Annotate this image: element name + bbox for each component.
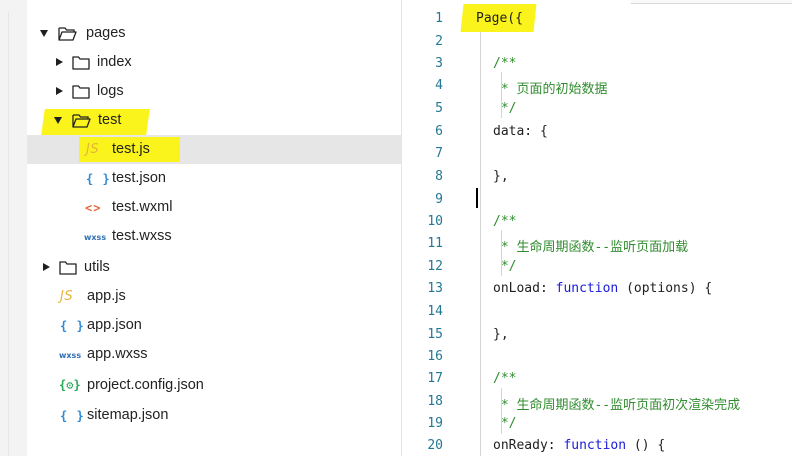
indent-guide	[501, 72, 502, 118]
code-token: () {	[626, 438, 666, 453]
code-token: onReady:	[493, 438, 564, 453]
line-number: 10	[427, 214, 443, 229]
tree-label-index: index	[97, 54, 132, 70]
line-number: 12	[427, 259, 443, 274]
code-line-6: data: {	[493, 124, 548, 139]
line-number: 6	[435, 124, 443, 139]
chevron-down-icon[interactable]	[54, 117, 62, 124]
indent-guide	[480, 32, 481, 456]
js-file-icon: JS	[86, 142, 100, 157]
keyword-token: function	[555, 281, 619, 296]
tree-file-project-config[interactable]: {⚙} project.config.json	[27, 371, 402, 400]
code-line-5: */	[493, 101, 517, 116]
tree-label-utils: utils	[84, 259, 110, 275]
chevron-right-icon[interactable]	[43, 263, 50, 271]
chevron-down-icon[interactable]	[40, 30, 48, 37]
chevron-right-icon[interactable]	[56, 58, 63, 66]
code-line-10: /**	[493, 214, 517, 229]
wxml-file-icon: <>	[85, 201, 102, 215]
tree-label-logs: logs	[97, 83, 124, 99]
line-number: 17	[427, 371, 443, 386]
tree-label-app-js: app.js	[87, 288, 126, 304]
line-number: 9	[435, 192, 443, 207]
json-file-icon: { }	[86, 172, 111, 186]
tree-label-test: test	[98, 112, 122, 128]
code-line-17: /**	[493, 371, 517, 386]
code-token: onLoad:	[493, 281, 556, 296]
code-editor[interactable]: 1 2 3 4 5 6 7 8 9 10 11 12 13 14 15 16 1…	[403, 0, 792, 456]
code-line-19: */	[493, 416, 517, 431]
tree-label-test-js: test.js	[112, 141, 150, 157]
line-number: 14	[427, 304, 443, 319]
tree-file-app-wxss[interactable]: wxss app.wxss	[27, 340, 402, 369]
tree-folder-test[interactable]: test	[27, 106, 402, 135]
tree-label-pages: pages	[86, 25, 126, 41]
line-number: 13	[427, 281, 443, 296]
wxss-file-icon: wxss	[84, 233, 107, 242]
tree-file-test-json[interactable]: { } test.json	[27, 164, 402, 193]
tree-label-app-json: app.json	[87, 317, 142, 333]
folder-icon	[59, 261, 77, 275]
js-file-icon: JS	[60, 289, 74, 304]
code-line-8: },	[493, 169, 509, 184]
line-number: 3	[435, 56, 443, 71]
code-line-15: },	[493, 327, 509, 342]
tree-file-test-js[interactable]: JS test.js	[27, 135, 402, 164]
line-number: 18	[427, 394, 443, 409]
code-line-11: * 生命周期函数--监听页面加载	[493, 240, 689, 255]
tree-label-project-config: project.config.json	[87, 377, 204, 393]
line-number: 5	[435, 101, 443, 116]
line-number: 8	[435, 169, 443, 184]
tree-file-test-wxss[interactable]: wxss test.wxss	[27, 222, 402, 251]
tree-folder-pages[interactable]: pages	[27, 19, 402, 48]
wxss-file-icon: wxss	[59, 351, 82, 360]
chevron-right-icon[interactable]	[56, 87, 63, 95]
code-line-13: onLoad: function (options) {	[493, 281, 712, 296]
highlight-mark	[79, 137, 180, 162]
line-number: 7	[435, 146, 443, 161]
file-explorer: pages index logs test JS test.js { } tes…	[27, 0, 402, 456]
line-number: 4	[435, 78, 443, 93]
code-line-20: onReady: function () {	[493, 438, 665, 453]
line-number: 11	[427, 236, 443, 251]
editor-tab-strip	[631, 0, 792, 4]
folder-open-icon	[58, 27, 77, 41]
json-file-icon: { }	[60, 409, 85, 423]
indent-guide	[501, 388, 502, 434]
code-line-1: Page({	[476, 11, 523, 26]
tree-file-sitemap[interactable]: { } sitemap.json	[27, 401, 402, 430]
tree-file-app-js[interactable]: JS app.js	[27, 282, 402, 311]
indent-guide	[501, 230, 502, 276]
line-number: 19	[427, 416, 443, 431]
line-number: 1	[435, 11, 443, 26]
code-line-18: * 生命周期函数--监听页面初次渲染完成	[493, 398, 741, 413]
folder-icon	[72, 56, 90, 70]
line-number: 15	[427, 327, 443, 342]
line-number: 20	[427, 438, 443, 453]
code-line-12: */	[493, 259, 517, 274]
line-number: 2	[435, 34, 443, 49]
tree-folder-logs[interactable]: logs	[27, 77, 402, 106]
code-line-3: /**	[493, 56, 517, 71]
tree-label-test-json: test.json	[112, 170, 166, 186]
tree-file-app-json[interactable]: { } app.json	[27, 311, 402, 340]
keyword-token: function	[563, 438, 627, 453]
activity-gutter	[0, 0, 27, 456]
folder-open-icon	[72, 114, 91, 128]
gutter-divider	[8, 12, 9, 456]
tree-label-app-wxss: app.wxss	[87, 346, 148, 362]
folder-icon	[72, 85, 90, 99]
tree-folder-utils[interactable]: utils	[27, 253, 402, 282]
tree-label-test-wxss: test.wxss	[112, 228, 172, 244]
json-file-icon: { }	[60, 319, 85, 333]
text-cursor	[476, 188, 478, 208]
tree-file-test-wxml[interactable]: <> test.wxml	[27, 193, 402, 222]
tree-label-sitemap: sitemap.json	[87, 407, 169, 423]
tree-folder-index[interactable]: index	[27, 48, 402, 77]
line-number: 16	[427, 349, 443, 364]
config-file-icon: {⚙}	[59, 378, 81, 392]
tree-label-test-wxml: test.wxml	[112, 199, 173, 215]
code-line-4: * 页面的初始数据	[493, 82, 608, 97]
code-token: (options) {	[618, 281, 713, 296]
